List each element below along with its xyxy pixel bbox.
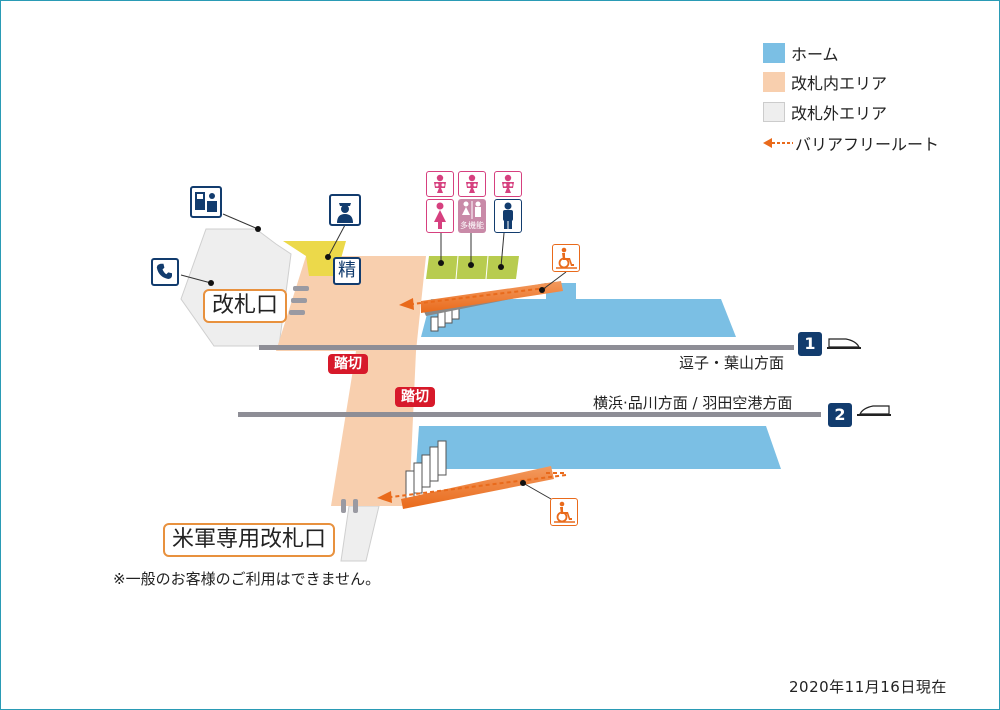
track-number-1: 1 bbox=[798, 332, 822, 356]
ticket-gate bbox=[293, 286, 309, 291]
ticket-gate bbox=[341, 499, 346, 513]
inside-gate-upper bbox=[276, 256, 426, 351]
legend-label: バリアフリールート bbox=[795, 135, 940, 154]
inside-gate-lower bbox=[331, 351, 416, 506]
leader-dots bbox=[208, 226, 545, 486]
baby-seat-icon bbox=[494, 171, 522, 197]
main-gate-label: 改札口 bbox=[203, 289, 288, 323]
fare-adjustment-sign: 精 bbox=[333, 257, 361, 285]
track-1-direction: 逗子・葉山方面 bbox=[679, 354, 785, 372]
legend-item-barrier-free-route: バリアフリールート bbox=[763, 132, 939, 154]
legend-item-outside-gate: 改札外エリア bbox=[763, 101, 887, 123]
legend-item-inside-gate: 改札内エリア bbox=[763, 71, 887, 93]
train-icon bbox=[857, 405, 891, 416]
us-gate-note: ※一般のお客様のご利用はできません。 bbox=[113, 570, 381, 588]
multipurpose-toilet-icon: 多機能 bbox=[458, 199, 486, 233]
ramp-platform-2 bbox=[401, 466, 554, 509]
legend-item-platform: ホーム bbox=[763, 42, 839, 64]
baby-seat-icon bbox=[426, 171, 454, 197]
level-crossing-label: 踏切 bbox=[328, 354, 368, 374]
outside-gate-area bbox=[180, 228, 292, 347]
legend-label: 改札内エリア bbox=[791, 74, 888, 93]
legend-route-arrow-icon bbox=[763, 138, 793, 148]
baby-seat-icon bbox=[458, 171, 486, 197]
us-gate-label: 米軍専用改札口 bbox=[163, 523, 336, 557]
legend-swatch-inside-gate bbox=[763, 72, 785, 92]
leader-lines bbox=[180, 213, 567, 500]
phone-icon bbox=[151, 258, 179, 286]
as-of-date: 2020年11月16日現在 bbox=[789, 678, 947, 696]
ramp-platform-1 bbox=[421, 281, 563, 313]
ticket-gate bbox=[289, 310, 305, 315]
legend-swatch-platform bbox=[763, 43, 785, 63]
track-1 bbox=[259, 345, 794, 350]
track-2-direction: 横浜·品川方面 / 羽田空港方面 bbox=[593, 394, 793, 412]
wheelchair-icon bbox=[550, 498, 578, 526]
track-number-2: 2 bbox=[828, 403, 852, 427]
stairs-platform-2 bbox=[405, 440, 447, 500]
legend-label: ホーム bbox=[791, 45, 839, 64]
station-staff-icon bbox=[329, 194, 361, 226]
women-toilet-icon bbox=[426, 199, 454, 233]
legend-swatch-outside-gate bbox=[763, 102, 785, 122]
platform-2 bbox=[416, 426, 781, 469]
level-crossing-label: 踏切 bbox=[395, 387, 435, 407]
fare-adjustment-area bbox=[283, 241, 346, 276]
train-icon bbox=[827, 338, 861, 349]
us-gate-outside-area bbox=[340, 505, 380, 562]
ticket-machine-icon bbox=[190, 186, 222, 218]
ticket-gate bbox=[353, 499, 358, 513]
barrier-free-route-lower bbox=[377, 472, 567, 503]
multipurpose-toilet-label: 多機能 bbox=[460, 221, 484, 230]
wheelchair-icon bbox=[552, 244, 580, 272]
men-toilet-icon bbox=[494, 199, 522, 233]
ticket-gate bbox=[291, 298, 307, 303]
platform-1 bbox=[421, 299, 736, 337]
legend-label: 改札外エリア bbox=[791, 104, 888, 123]
barrier-free-route-upper bbox=[399, 287, 547, 310]
track-2 bbox=[238, 412, 821, 417]
